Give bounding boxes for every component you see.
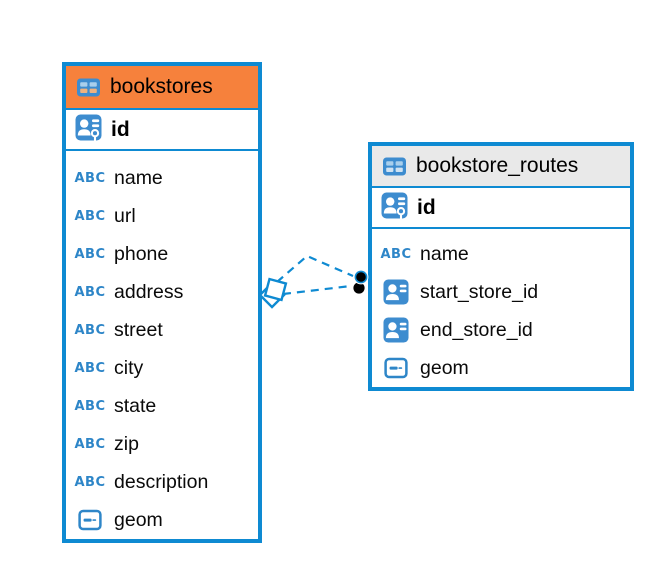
column-row[interactable]: geom <box>372 349 630 387</box>
column-name: url <box>114 204 136 227</box>
column-name: start_store_id <box>420 280 539 303</box>
column-name: street <box>114 318 163 341</box>
column-row[interactable]: start_store_id <box>372 273 630 311</box>
table-icon <box>75 75 101 100</box>
column-name: city <box>114 356 144 379</box>
person-badge-icon <box>380 279 412 305</box>
geometry-box-icon <box>380 356 412 380</box>
abc-text-icon: ABC <box>74 436 106 452</box>
column-row[interactable]: ABC address <box>66 273 258 311</box>
abc-text-icon: ABC <box>74 360 106 376</box>
column-name: geom <box>114 508 163 531</box>
entity-bookstores[interactable]: bookstores id ABC name <box>62 62 262 543</box>
entity-bookstore-routes-header[interactable]: bookstore_routes <box>372 146 630 186</box>
column-row-pk[interactable]: id <box>372 186 630 229</box>
entity-title: bookstore_routes <box>416 154 579 177</box>
column-name: state <box>114 394 157 417</box>
column-row[interactable]: ABC description <box>66 463 258 501</box>
column-row[interactable]: ABC zip <box>66 425 258 463</box>
entity-bookstores-header[interactable]: bookstores <box>66 66 258 108</box>
abc-text-icon: ABC <box>74 474 106 490</box>
abc-text-icon: ABC <box>74 246 106 262</box>
column-row[interactable]: ABC street <box>66 311 258 349</box>
column-row[interactable]: ABC url <box>66 197 258 235</box>
abc-text-icon: ABC <box>74 170 106 186</box>
abc-text-icon: ABC <box>74 398 106 414</box>
primary-key-icon <box>74 114 102 145</box>
relationship-line-lower[interactable] <box>282 284 352 296</box>
target-marker-dots <box>353 269 369 294</box>
column-name: name <box>114 166 163 189</box>
column-name: address <box>114 280 184 303</box>
column-row[interactable]: ABC state <box>66 387 258 425</box>
relationship-line-upper[interactable] <box>276 254 354 283</box>
column-row[interactable]: ABC phone <box>66 235 258 273</box>
abc-text-icon: ABC <box>74 322 106 338</box>
table-icon <box>381 154 407 179</box>
person-badge-icon <box>380 317 412 343</box>
abc-text-icon: ABC <box>74 284 106 300</box>
pk-column-name: id <box>417 195 436 219</box>
column-row-pk[interactable]: id <box>66 108 258 151</box>
entity-bookstores-columns: ABC name ABC url ABC phone ABC address A… <box>66 151 258 539</box>
primary-key-icon <box>380 192 408 223</box>
column-row[interactable]: geom <box>66 501 258 539</box>
geometry-box-icon <box>74 508 106 532</box>
column-name: phone <box>114 242 169 265</box>
column-name: geom <box>420 356 469 379</box>
entity-title: bookstores <box>110 75 213 98</box>
entity-bookstore-routes[interactable]: bookstore_routes id ABC name <box>368 142 634 391</box>
column-name: end_store_id <box>420 318 533 341</box>
column-row[interactable]: ABC name <box>372 235 630 273</box>
pk-column-name: id <box>111 117 130 141</box>
source-marker-squares <box>258 277 288 309</box>
column-row[interactable]: ABC city <box>66 349 258 387</box>
column-name: zip <box>114 432 139 455</box>
entity-bookstore-routes-columns: ABC name start_store_id <box>372 229 630 387</box>
abc-text-icon: ABC <box>380 246 412 262</box>
abc-text-icon: ABC <box>74 208 106 224</box>
column-row[interactable]: end_store_id <box>372 311 630 349</box>
column-row[interactable]: ABC name <box>66 159 258 197</box>
column-name: name <box>420 242 469 265</box>
column-name: description <box>114 470 209 493</box>
